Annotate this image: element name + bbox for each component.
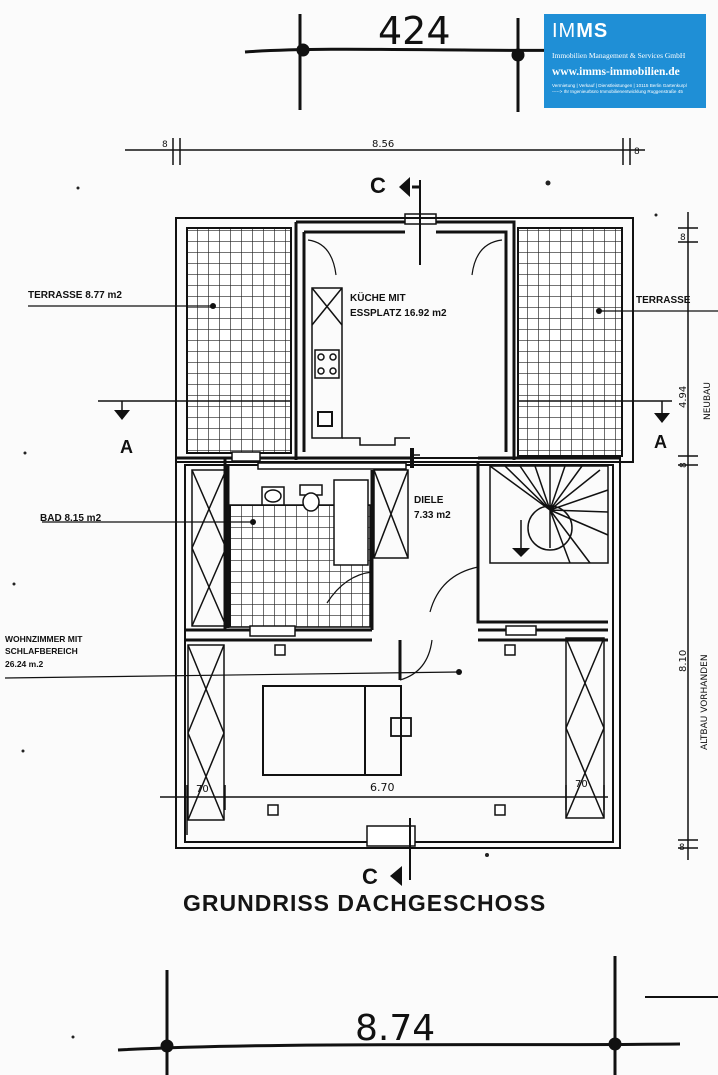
living-closets — [187, 637, 605, 821]
hall-label-line1: DIELE — [414, 495, 444, 506]
kitchen-walls — [294, 213, 516, 460]
hall-closet — [373, 469, 409, 559]
section-c-bottom-arrow — [390, 866, 402, 886]
hall-label-line2: 7.33 m2 — [414, 510, 451, 521]
width-dimension-label: 8.56 — [372, 139, 394, 150]
section-a-right-marker — [518, 400, 672, 414]
bath-label: BAD 8.15 m2 — [40, 513, 102, 524]
kitchen-label-line1: KÜCHE MIT — [350, 291, 406, 304]
right-dimension-3: 8 — [679, 462, 689, 468]
terrace-right-tiles — [517, 227, 623, 457]
dim-70-left: 70 — [196, 784, 209, 795]
bed — [262, 685, 412, 776]
terrace-left-tiles — [186, 227, 292, 454]
imms-logo[interactable]: IMMS Immobilien Management & Services Gm… — [544, 14, 706, 108]
logo-fine-print: Vermietung | Verkauf | Dienstleistungen … — [552, 83, 687, 94]
radiators — [231, 451, 537, 816]
interior-walls — [176, 456, 620, 680]
right-dimension-1: 8 — [680, 233, 686, 243]
staircase — [489, 465, 609, 564]
bottom-dimension-line — [117, 956, 718, 1075]
top-dimension-line — [244, 14, 591, 112]
neubau-note: NEUBAU — [703, 382, 713, 420]
terrace-right-label: TERRASSE — [636, 295, 691, 306]
section-c-top-arrow — [399, 177, 410, 197]
logo-website-link[interactable]: www.imms-immobilien.de — [552, 66, 680, 78]
inner-width-dimension — [160, 785, 608, 835]
plan-title: GRUNDRISS DACHGESCHOSS — [183, 890, 547, 916]
dim-70-right: 70 — [575, 779, 588, 790]
section-c-top-label: C — [370, 173, 386, 198]
logo-brand: IMMS — [552, 20, 609, 42]
living-label-line2: SCHLAFBEREICH — [5, 646, 78, 656]
label-lines — [4, 305, 718, 679]
altbau-note: ALTBAU VORHANDEN — [700, 654, 710, 750]
left-closet — [191, 469, 227, 627]
right-dimension-line — [678, 212, 698, 860]
bottom-dimension-label: 8.74 — [355, 1008, 435, 1049]
left-small-dimension: 8 — [162, 140, 168, 150]
living-label-line1: WOHNZIMMER MIT — [5, 634, 83, 644]
right-dimension-2: 4.94 — [678, 386, 689, 408]
bath-fixtures — [261, 479, 369, 566]
right-small-dimension: 8 — [634, 147, 640, 157]
terrace-left-label: TERRASSE 8.77 m2 — [28, 290, 122, 301]
top-dimension-label: 424 — [378, 9, 451, 53]
inner-width-label: 6.70 — [370, 781, 395, 794]
kitchen-label-line2: ESSPLATZ 16.92 m2 — [350, 308, 447, 319]
scan-dots — [12, 180, 658, 1039]
width-dimension-line — [125, 138, 645, 165]
section-a-right-label: A — [654, 432, 667, 452]
logo-company-name: Immobilien Management & Services GmbH — [552, 51, 686, 60]
kitchen-counter — [311, 287, 410, 446]
living-label-line3: 26.24 m.2 — [5, 659, 44, 669]
right-dimension-4: 8.10 — [678, 650, 689, 672]
section-a-left-label: A — [120, 437, 133, 457]
section-c-bottom-label: C — [362, 864, 378, 889]
right-dimension-5: 8 — [679, 843, 685, 853]
